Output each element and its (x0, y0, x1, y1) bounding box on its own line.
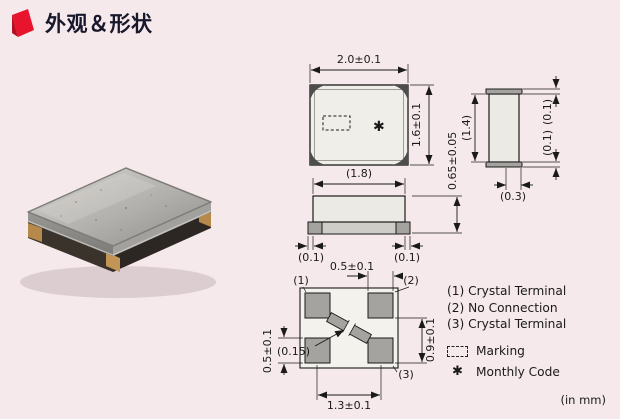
pad-3 (367, 337, 394, 364)
red-ribbon-icon (12, 9, 34, 37)
svg-text:0.9±0.1: 0.9±0.1 (424, 318, 437, 362)
dim-pad-width: 0.5±0.1 (330, 260, 403, 291)
pad-1 (304, 292, 331, 319)
svg-text:2.0±0.1: 2.0±0.1 (337, 53, 381, 66)
component-photo (20, 167, 216, 298)
terminal-2-label: (2) (403, 274, 419, 287)
dim-side-top-pad: (0.1) (523, 76, 560, 125)
dim-pitch-horizontal: 1.3±0.1 (316, 365, 382, 412)
svg-text:(0.1): (0.1) (394, 251, 420, 264)
terminal-1-label: (1) (293, 274, 309, 287)
header: 外观＆形状 (10, 8, 153, 38)
svg-text:(0.3): (0.3) (500, 190, 526, 203)
svg-text:0.65±0.05: 0.65±0.05 (446, 132, 459, 190)
marking-area (322, 115, 351, 131)
svg-text:(1.4): (1.4) (460, 115, 473, 141)
bottom-view (299, 287, 399, 369)
dim-side-lid: (1.4) (460, 93, 485, 163)
terminal-legend: (1) Crystal Terminal (2) No Connection (… (447, 283, 566, 333)
pad-4 (304, 337, 331, 364)
monthly-code-legend: ✱ Monthly Code (447, 364, 560, 379)
asterisk-icon: ✱ (452, 364, 463, 379)
units-note: (in mm) (560, 393, 606, 407)
dim-top-height: 1.6±0.1 (410, 84, 434, 166)
monthly-code-label: Monthly Code (476, 364, 560, 379)
svg-text:0.5±0.1: 0.5±0.1 (330, 260, 374, 273)
dim-total-height: 0.65±0.05 (412, 132, 462, 234)
terminal-3-label: (3) (398, 368, 414, 381)
dim-front-left-overhang: (0.1) (295, 236, 326, 264)
svg-text:1.6±0.1: 1.6±0.1 (410, 103, 423, 147)
gold-terminal (28, 223, 42, 242)
front-view (307, 195, 411, 235)
side-view (485, 88, 523, 168)
trace-gap (342, 320, 356, 336)
dim-gap: (0.15) (277, 329, 345, 358)
marking-legend: Marking (447, 344, 525, 358)
dim-pad-height: 0.5±0.1 (261, 326, 303, 375)
svg-text:(1.8): (1.8) (346, 167, 372, 180)
pad-2 (367, 292, 394, 319)
dim-pitch-vertical: 0.9±0.1 (395, 317, 437, 364)
svg-text:0.5±0.1: 0.5±0.1 (261, 329, 274, 373)
monthly-code-mark: ✱ (373, 119, 385, 135)
terminal-labels: (1) (2) (3) (293, 274, 419, 381)
gold-terminal (106, 252, 120, 272)
svg-text:(0.1): (0.1) (541, 99, 554, 125)
marking-box-icon (447, 345, 468, 357)
svg-text:1.3±0.1: 1.3±0.1 (327, 399, 371, 412)
svg-text:(0.1): (0.1) (541, 130, 554, 156)
svg-text:(0.1): (0.1) (298, 251, 324, 264)
metal-lid (27, 167, 212, 247)
legend-item-1: (1) Crystal Terminal (447, 284, 567, 298)
dim-side-pad-depth: (0.3) (494, 168, 533, 203)
dim-side-bottom-pad: (0.1) (523, 130, 560, 180)
marking-label: Marking (476, 344, 525, 358)
dim-front-lid-width: (1.8) (312, 167, 406, 194)
top-view: ✱ (309, 84, 409, 166)
photo-shadow (20, 266, 216, 298)
dim-front-right-overhang: (0.1) (392, 236, 423, 264)
legend-item-2: (2) No Connection (447, 300, 558, 315)
svg-text:(0.15): (0.15) (277, 345, 310, 358)
page-title: 外观＆形状 (45, 12, 153, 36)
legend-item-3: (3) Crystal Terminal (447, 317, 567, 331)
dim-top-width: 2.0±0.1 (309, 53, 409, 83)
